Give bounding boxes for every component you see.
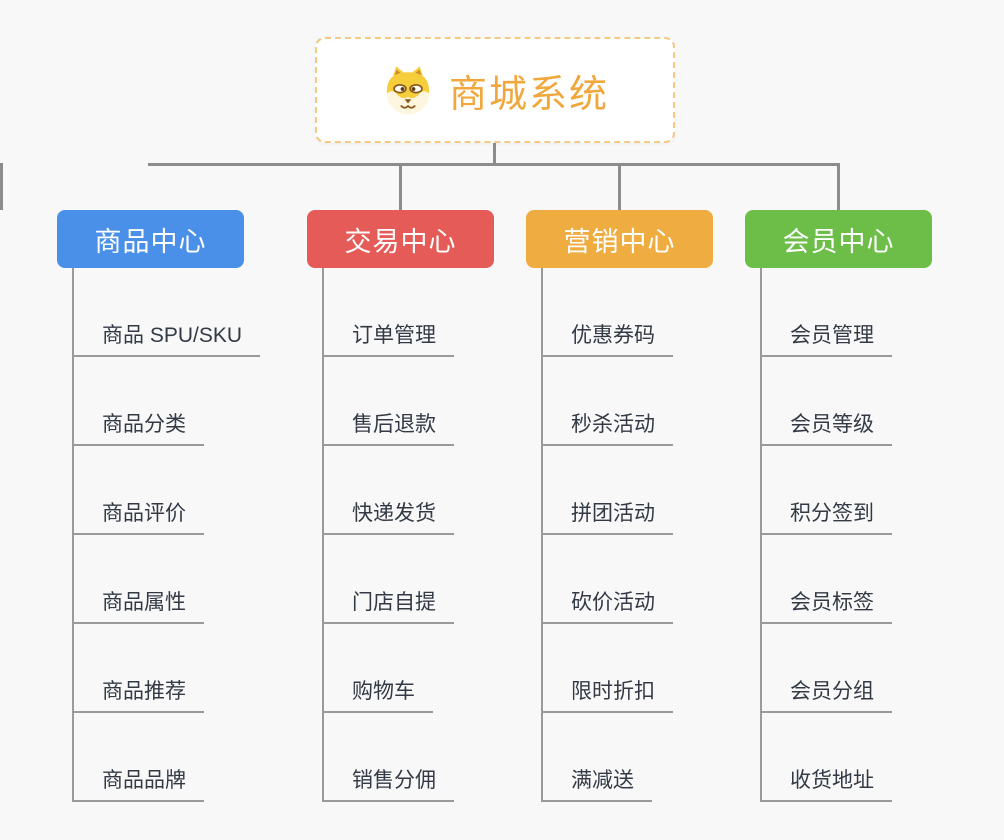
leaf-node[interactable]: 拼团活动 [541,500,673,535]
leaf-node[interactable]: 会员等级 [760,411,892,446]
branch-spine-line [760,268,762,802]
shiba-dog-icon [386,66,430,115]
leaf-node[interactable]: 商品推荐 [72,678,204,713]
leaf-node[interactable]: 购物车 [322,678,433,713]
branch-column-1: 商品中心 商品 SPU/SKU 商品分类商品评价商品属性商品推荐商品品牌 [57,210,287,810]
branch-spine-line [541,268,543,802]
connector-root-stub [493,143,496,165]
connector-drop-3 [837,163,840,210]
leaf-node[interactable]: 售后退款 [322,411,454,446]
leaf-node[interactable]: 快递发货 [322,500,454,535]
root-node-mall-system[interactable]: 商城系统 [315,37,675,143]
leaf-node[interactable]: 优惠券码 [541,322,673,357]
leaf-node[interactable]: 商品属性 [72,589,204,624]
branch-header-3[interactable]: 营销中心 [526,210,713,268]
connector-drop-1 [399,163,402,210]
leaf-node[interactable]: 会员分组 [760,678,892,713]
leaf-node[interactable]: 会员管理 [760,322,892,357]
branch-column-4: 会员中心 会员管理会员等级积分签到会员标签会员分组收货地址 [745,210,975,810]
leaf-node[interactable]: 商品品牌 [72,767,204,802]
connector-bus [148,163,839,166]
leaf-node[interactable]: 商品分类 [72,411,204,446]
leaf-node[interactable]: 限时折扣 [541,678,673,713]
branch-header-2[interactable]: 交易中心 [307,210,494,268]
leaf-node[interactable]: 收货地址 [760,767,892,802]
branch-column-3: 营销中心 优惠券码秒杀活动拼团活动砍价活动限时折扣满减送 [526,210,756,810]
leaf-node[interactable]: 满减送 [541,767,652,802]
leaf-node[interactable]: 秒杀活动 [541,411,673,446]
branch-header-1[interactable]: 商品中心 [57,210,244,268]
leaf-node[interactable]: 会员标签 [760,589,892,624]
branch-spine-line [322,268,324,802]
leaf-node[interactable]: 积分签到 [760,500,892,535]
root-title: 商城系统 [448,73,609,116]
leaf-node[interactable]: 商品评价 [72,500,204,535]
connector-drop-4 [0,163,3,210]
leaf-node[interactable]: 门店自提 [322,589,454,624]
connector-drop-2 [618,163,621,210]
branch-header-4[interactable]: 会员中心 [745,210,932,268]
leaf-node[interactable]: 砍价活动 [541,589,673,624]
leaf-node[interactable]: 商品 SPU/SKU [72,322,261,357]
branch-column-2: 交易中心 订单管理售后退款快递发货门店自提购物车销售分佣 [307,210,537,810]
leaf-node[interactable]: 销售分佣 [322,767,454,802]
leaf-node[interactable]: 订单管理 [322,322,454,357]
branch-spine-line [72,268,74,802]
